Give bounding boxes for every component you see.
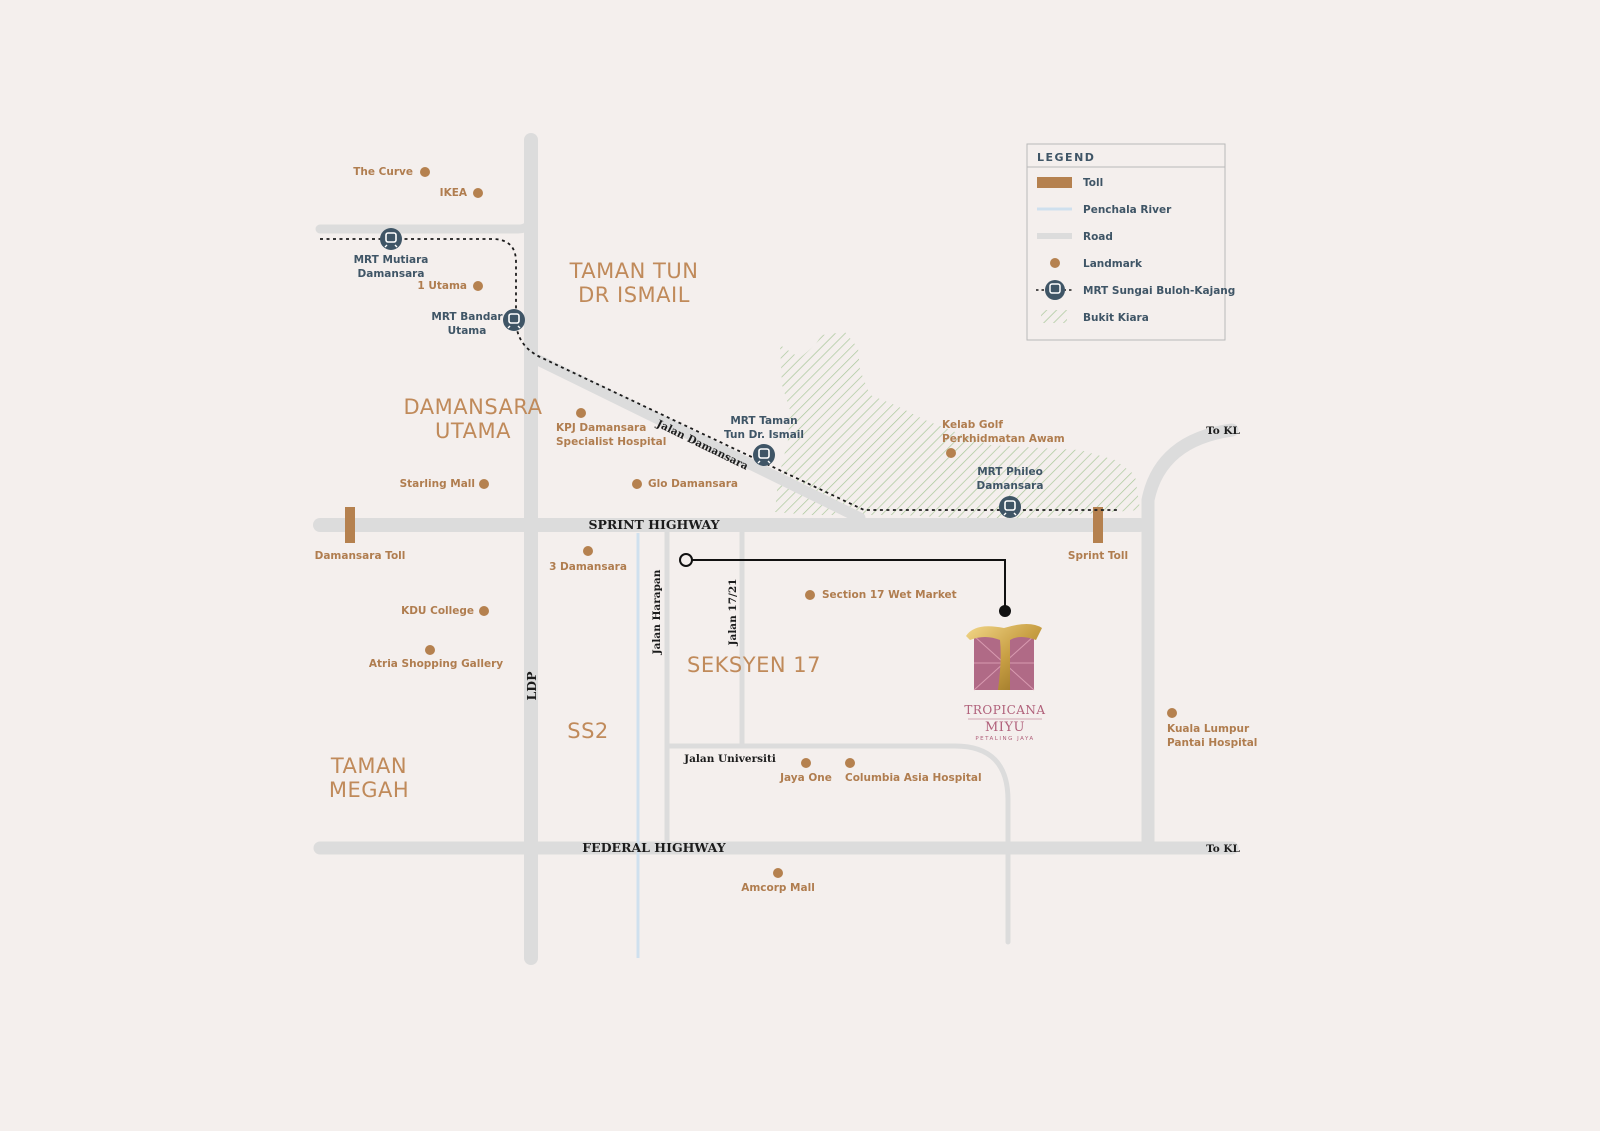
landmark-kpj-line1: KPJ Damansara xyxy=(556,422,646,434)
road-label-federal: FEDERAL HIGHWAY xyxy=(582,840,726,855)
landmark-jaya-one: Jaya One xyxy=(779,772,832,784)
mrt-label-ttdi-line1: MRT Taman xyxy=(730,415,797,427)
mrt-label-phileo-line2: Damansara xyxy=(977,480,1044,492)
jalan-damansara-road xyxy=(532,354,866,524)
toll-bar-icon xyxy=(1037,177,1072,188)
pointer-end-dot xyxy=(999,605,1011,617)
landmark-dot-1-utama xyxy=(473,281,483,291)
area-damansara-utama-line1: DAMANSARA xyxy=(403,395,542,419)
road-label-jalan-harapan: Jalan Harapan xyxy=(651,569,663,655)
mrt-station-ttdi xyxy=(753,444,775,466)
road-label-to-kl-top: To KL xyxy=(1206,425,1240,437)
road-label-to-kl-bottom: To KL xyxy=(1206,843,1240,855)
area-damansara-utama-line2: UTAMA xyxy=(435,419,511,443)
brand-name-2: MIYU xyxy=(985,720,1025,735)
pointer-start-circle xyxy=(679,553,693,567)
mrt-label-bandar-line2: Utama xyxy=(448,325,487,337)
landmark-dot-jaya-one xyxy=(801,758,811,768)
landmark-dot-atria xyxy=(425,645,435,655)
landmark-dot-kelab-golf xyxy=(946,448,956,458)
landmark-dot-3-damansara xyxy=(583,546,593,556)
landmark-dot-glo xyxy=(632,479,642,489)
legend-item-toll: Toll xyxy=(1083,177,1103,189)
landmark-klpp-line2: Pantai Hospital xyxy=(1167,737,1257,749)
area-taman-megah-line2: MEGAH xyxy=(329,778,409,802)
legend-title: LEGEND xyxy=(1037,151,1095,164)
landmark-klpp-line1: Kuala Lumpur xyxy=(1167,723,1250,735)
mrt-label-ttdi-line2: Tun Dr. Ismail xyxy=(724,429,804,441)
area-taman-tun-line2: DR ISMAIL xyxy=(578,283,690,307)
landmark-section17: Section 17 Wet Market xyxy=(822,589,957,601)
top-left-road xyxy=(315,211,536,234)
project-pointer-line xyxy=(686,559,1006,610)
landmark-dot-starling xyxy=(479,479,489,489)
landmark-1-utama: 1 Utama xyxy=(417,280,467,292)
mrt-label-phileo-line1: MRT Phileo xyxy=(977,466,1043,478)
area-seksyen17: SEKSYEN 17 xyxy=(687,653,821,677)
mrt-label-mutiara-line2: Damansara xyxy=(358,268,425,280)
jalan-universiti-road xyxy=(664,743,1011,945)
landmark-dot-ikea xyxy=(473,188,483,198)
toll-label-sprint: Sprint Toll xyxy=(1068,550,1128,562)
brand-name-3: PETALING JAYA xyxy=(975,736,1034,742)
bukit-kiara-area xyxy=(775,332,1140,520)
road-label-sprint: SPRINT HIGHWAY xyxy=(588,517,720,532)
toll-label-damansara: Damansara Toll xyxy=(315,550,406,562)
landmark-dot-icon xyxy=(1050,258,1060,268)
legend-item-mrt: MRT Sungai Buloh-Kajang xyxy=(1083,285,1235,297)
mrt-label-mutiara-line1: MRT Mutiara xyxy=(354,254,429,266)
area-taman-tun-line1: TAMAN TUN xyxy=(569,259,699,283)
landmark-3-damansara: 3 Damansara xyxy=(549,561,627,573)
landmark-dot-columbia xyxy=(845,758,855,768)
landmark-dot-section17 xyxy=(805,590,815,600)
mrt-train-icon xyxy=(1036,280,1074,300)
landmark-dot-the-curve xyxy=(420,167,430,177)
legend-item-bukit-kiara: Bukit Kiara xyxy=(1083,312,1149,324)
road-label-jalan-1721: Jalan 17/21 xyxy=(727,579,739,647)
area-taman-megah-line1: TAMAN xyxy=(330,754,407,778)
area-ss2: SS2 xyxy=(567,719,609,743)
legend-item-landmark: Landmark xyxy=(1083,258,1143,270)
road-label-jalan-universiti: Jalan Universiti xyxy=(683,753,776,765)
landmark-dot-kpj xyxy=(576,408,586,418)
kl-connector-road xyxy=(1141,423,1239,855)
tropicana-miyu-logo: TROPICANA MIYU PETALING JAYA xyxy=(964,624,1045,742)
road-network xyxy=(313,133,1239,965)
legend-item-road: Road xyxy=(1083,231,1113,243)
landmark-kpj-line2: Specialist Hospital xyxy=(556,436,666,448)
landmark-dot-kdu xyxy=(479,606,489,616)
landmark-amcorp: Amcorp Mall xyxy=(741,882,815,894)
road-label-ldp: LDP xyxy=(524,671,539,701)
legend: LEGEND Toll Penchala River Road Landmark… xyxy=(1026,143,1235,341)
landmark-kelab-golf-line1: Kelab Golf xyxy=(942,419,1003,431)
landmark-starling: Starling Mall xyxy=(400,478,475,490)
landmark-atria: Atria Shopping Gallery xyxy=(369,658,503,670)
landmark-kelab-golf-line2: Perkhidmatan Awam xyxy=(942,433,1065,445)
landmark-dot-amcorp xyxy=(773,868,783,878)
mrt-label-bandar-line1: MRT Bandar xyxy=(431,311,503,323)
landmark-dot-klpp xyxy=(1167,708,1177,718)
sprint-toll-marker xyxy=(1093,507,1103,543)
brand-name-1: TROPICANA xyxy=(964,703,1045,717)
landmark-columbia: Columbia Asia Hospital xyxy=(845,772,982,784)
landmark-the-curve: The Curve xyxy=(353,166,413,178)
legend-item-river: Penchala River xyxy=(1083,204,1172,216)
mrt-station-mutiara xyxy=(380,228,402,250)
landmark-glo: Glo Damansara xyxy=(648,478,738,490)
landmark-kdu: KDU College xyxy=(401,605,474,617)
landmark-ikea: IKEA xyxy=(440,187,468,199)
mrt-station-phileo xyxy=(999,496,1021,518)
hatch-area-icon xyxy=(1041,310,1067,323)
damansara-toll-marker xyxy=(345,507,355,543)
mrt-station-bandar-utama xyxy=(503,309,525,331)
landmark-dots xyxy=(420,167,1177,878)
